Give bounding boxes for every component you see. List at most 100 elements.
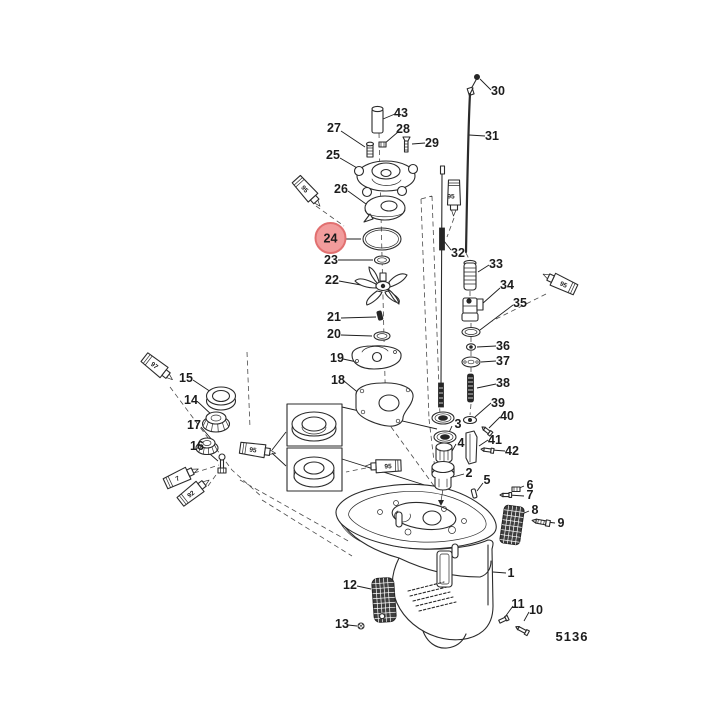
part-washer-39 xyxy=(462,415,478,425)
callout-32[interactable]: 32 xyxy=(451,246,465,260)
callout-6[interactable]: 6 xyxy=(527,478,534,492)
callout-14[interactable]: 14 xyxy=(184,393,198,407)
lube-tube-label: 95 xyxy=(384,463,392,470)
callout-31[interactable]: 31 xyxy=(485,129,499,143)
highlight-circle-part-24[interactable] xyxy=(314,222,347,254)
callout-2[interactable]: 2 xyxy=(466,466,473,480)
callout-20[interactable]: 20 xyxy=(327,327,341,341)
part-shift-shaft-38 xyxy=(467,373,474,403)
part-screw-10 xyxy=(515,625,530,637)
callout-18[interactable]: 18 xyxy=(331,373,345,387)
assembly-arrow xyxy=(438,500,444,506)
callout-11[interactable]: 11 xyxy=(511,597,524,611)
lube-tube-95-seals: 95 xyxy=(238,441,277,459)
seal-detail-box-upper xyxy=(286,403,343,447)
lube-tube-label: 92 xyxy=(186,489,196,499)
lube-tube-97: 97 xyxy=(140,352,173,381)
part-dowel-43 xyxy=(371,105,384,134)
part-screw-13 xyxy=(357,622,365,630)
drawing-number: 5136 xyxy=(556,629,589,644)
callout-4[interactable]: 4 xyxy=(458,436,465,450)
part-gearcase-housing xyxy=(335,483,497,649)
part-bearing-race-15 xyxy=(205,386,237,411)
lube-tube-7: 7 xyxy=(162,466,199,490)
callout-33[interactable]: 33 xyxy=(489,257,503,271)
part-wear-plate-19 xyxy=(351,345,402,370)
callout-3[interactable]: 3 xyxy=(455,417,462,431)
callout-8[interactable]: 8 xyxy=(532,503,539,517)
part-screw-7 xyxy=(499,492,513,498)
part-tapered-bearing-14 xyxy=(201,411,231,433)
callout-23[interactable]: 23 xyxy=(324,253,338,267)
part-bushing-2 xyxy=(431,460,455,491)
lube-tube-label: 95 xyxy=(299,184,309,194)
callout-24[interactable]: 24 xyxy=(324,232,338,246)
callout-41[interactable]: 41 xyxy=(488,433,502,447)
part-driveshaft-32 xyxy=(438,165,446,408)
callout-19[interactable]: 19 xyxy=(330,351,344,365)
part-impeller-22 xyxy=(354,266,408,306)
lube-tube-95-impeller: 95 xyxy=(291,174,321,207)
part-pump-base-26 xyxy=(363,195,406,223)
lube-tube-label: 97 xyxy=(149,361,159,371)
callout-25[interactable]: 25 xyxy=(326,148,340,162)
part-washer-36 xyxy=(465,343,477,351)
part-sleeve-4 xyxy=(435,442,453,464)
part-screw-40 xyxy=(481,426,494,437)
part-bearings-3 xyxy=(431,411,457,444)
part-intake-screen-12 xyxy=(371,577,397,623)
part-anode-screw-11 xyxy=(498,614,510,624)
callout-30[interactable]: 30 xyxy=(491,84,505,98)
callout-21[interactable]: 21 xyxy=(327,310,341,324)
callout-5[interactable]: 5 xyxy=(484,473,491,487)
lube-tube-95-shift-cam: 95 xyxy=(542,272,579,296)
part-nut-28 xyxy=(378,141,387,148)
part-fitting-6 xyxy=(511,486,521,493)
part-bearing-17 xyxy=(195,437,219,456)
part-screw-29 xyxy=(402,136,411,153)
callout-27[interactable]: 27 xyxy=(327,121,341,135)
callout-29[interactable]: 29 xyxy=(425,136,439,150)
seal-detail-box-lower xyxy=(286,447,343,492)
callout-15[interactable]: 15 xyxy=(179,371,193,385)
callout-35[interactable]: 35 xyxy=(513,296,527,310)
callout-43[interactable]: 43 xyxy=(394,106,408,120)
callout-16[interactable]: 16 xyxy=(190,439,204,453)
callout-17[interactable]: 17 xyxy=(187,418,201,432)
callout-39[interactable]: 39 xyxy=(491,396,505,410)
lube-tube-95-housing: 95 xyxy=(364,459,402,474)
part-pump-cover-25 xyxy=(353,160,419,198)
part-nut-washer-16 xyxy=(217,453,227,474)
callout-34[interactable]: 34 xyxy=(500,278,514,292)
part-water-tube-seal-33 xyxy=(463,259,477,291)
lube-tube-label: 95 xyxy=(249,447,258,455)
callout-36[interactable]: 36 xyxy=(496,339,510,353)
lube-tube-label: 7 xyxy=(175,475,182,483)
part-intake-screen-8 xyxy=(499,504,525,546)
part-washer-37 xyxy=(461,356,481,368)
part-oring-35 xyxy=(461,326,481,338)
callout-26[interactable]: 26 xyxy=(334,182,348,196)
callout-42[interactable]: 42 xyxy=(505,444,519,458)
callout-7[interactable]: 7 xyxy=(527,488,534,502)
part-stud-27 xyxy=(365,141,375,158)
callout-12[interactable]: 12 xyxy=(343,578,357,592)
callout-labels: 1 2 3 4 5 6 7 8 9 10 11 12 13 14 15 16 1… xyxy=(179,84,564,631)
part-screw-42 xyxy=(480,447,495,454)
callout-1[interactable]: 1 xyxy=(508,566,515,580)
callout-37[interactable]: 37 xyxy=(496,354,510,368)
part-oring-24 xyxy=(362,227,402,251)
callout-22[interactable]: 22 xyxy=(325,273,339,287)
callout-38[interactable]: 38 xyxy=(496,376,510,390)
part-shift-cam-34 xyxy=(461,297,484,322)
lube-tube-label: 95 xyxy=(559,280,569,290)
part-seal-ring-23 xyxy=(373,255,391,265)
callout-9[interactable]: 9 xyxy=(558,516,565,530)
callout-40[interactable]: 40 xyxy=(500,409,514,423)
lube-tube-label: 95 xyxy=(447,194,455,201)
callout-28[interactable]: 28 xyxy=(396,122,410,136)
callout-13[interactable]: 13 xyxy=(335,617,349,631)
callout-10[interactable]: 10 xyxy=(529,603,543,617)
part-pin-5 xyxy=(470,488,478,499)
part-gasket-18 xyxy=(355,382,414,427)
